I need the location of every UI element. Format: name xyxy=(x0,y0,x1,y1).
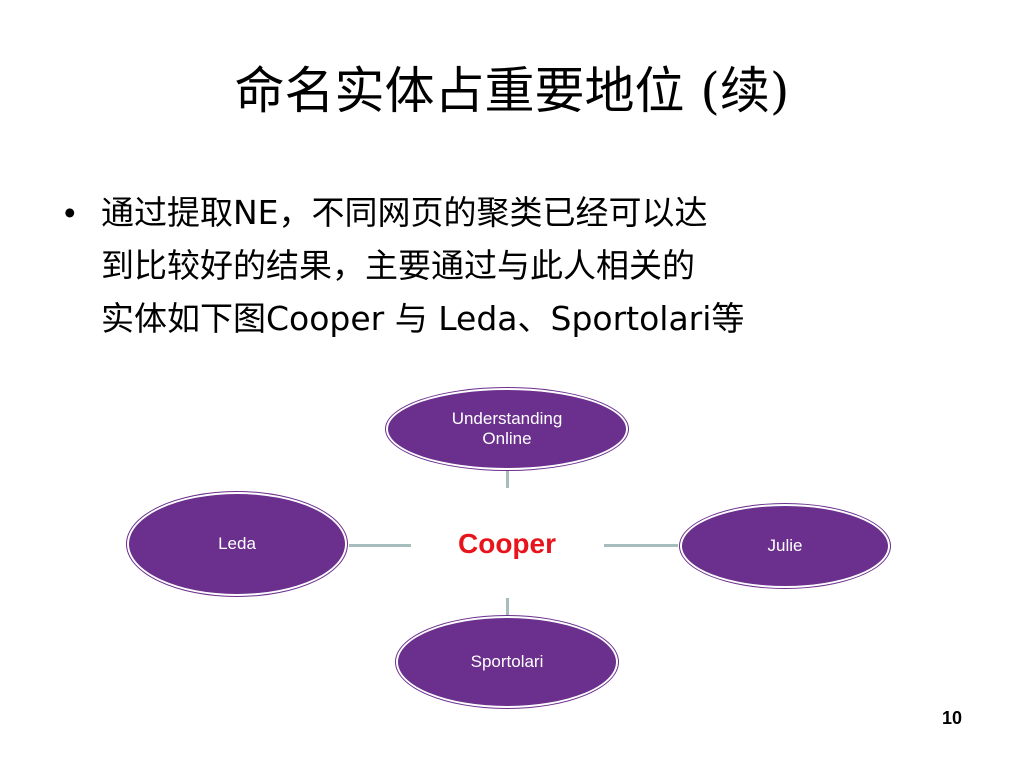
node-label: Leda xyxy=(218,534,256,553)
slide-title: 命名实体占重要地位 (续) xyxy=(234,62,790,120)
node-understanding-online: Understanding Online xyxy=(386,388,628,470)
center-entity-label: Cooper xyxy=(458,528,556,559)
connector-top xyxy=(506,470,509,488)
bullet-line: 通过提取NE，不同网页的聚类已经可以达 xyxy=(101,193,708,232)
node-label: Sportolari xyxy=(470,652,544,671)
node-label: Understanding Online xyxy=(452,409,563,449)
bullet-text: 通过提取NE，不同网页的聚类已经可以达 到比较好的结果，主要通过与此人相关的 实… xyxy=(101,186,951,345)
node-julie: Julie xyxy=(680,504,890,588)
connector-right xyxy=(604,544,678,547)
connector-bottom xyxy=(506,598,509,616)
node-label-line: Online xyxy=(482,429,532,448)
node-label: Julie xyxy=(767,536,803,555)
bullet-line: 实体如下图Cooper 与 Leda、Sportolari等 xyxy=(101,299,745,338)
connector-left xyxy=(349,544,411,547)
node-sportolari: Sportolari xyxy=(396,616,618,708)
node-leda: Leda xyxy=(127,492,347,596)
node-label-line: Understanding xyxy=(451,409,563,428)
page-number: 10 xyxy=(941,708,962,728)
bullet-line: 到比较好的结果，主要通过与此人相关的 xyxy=(101,246,695,285)
bullet-marker: • xyxy=(64,194,76,231)
